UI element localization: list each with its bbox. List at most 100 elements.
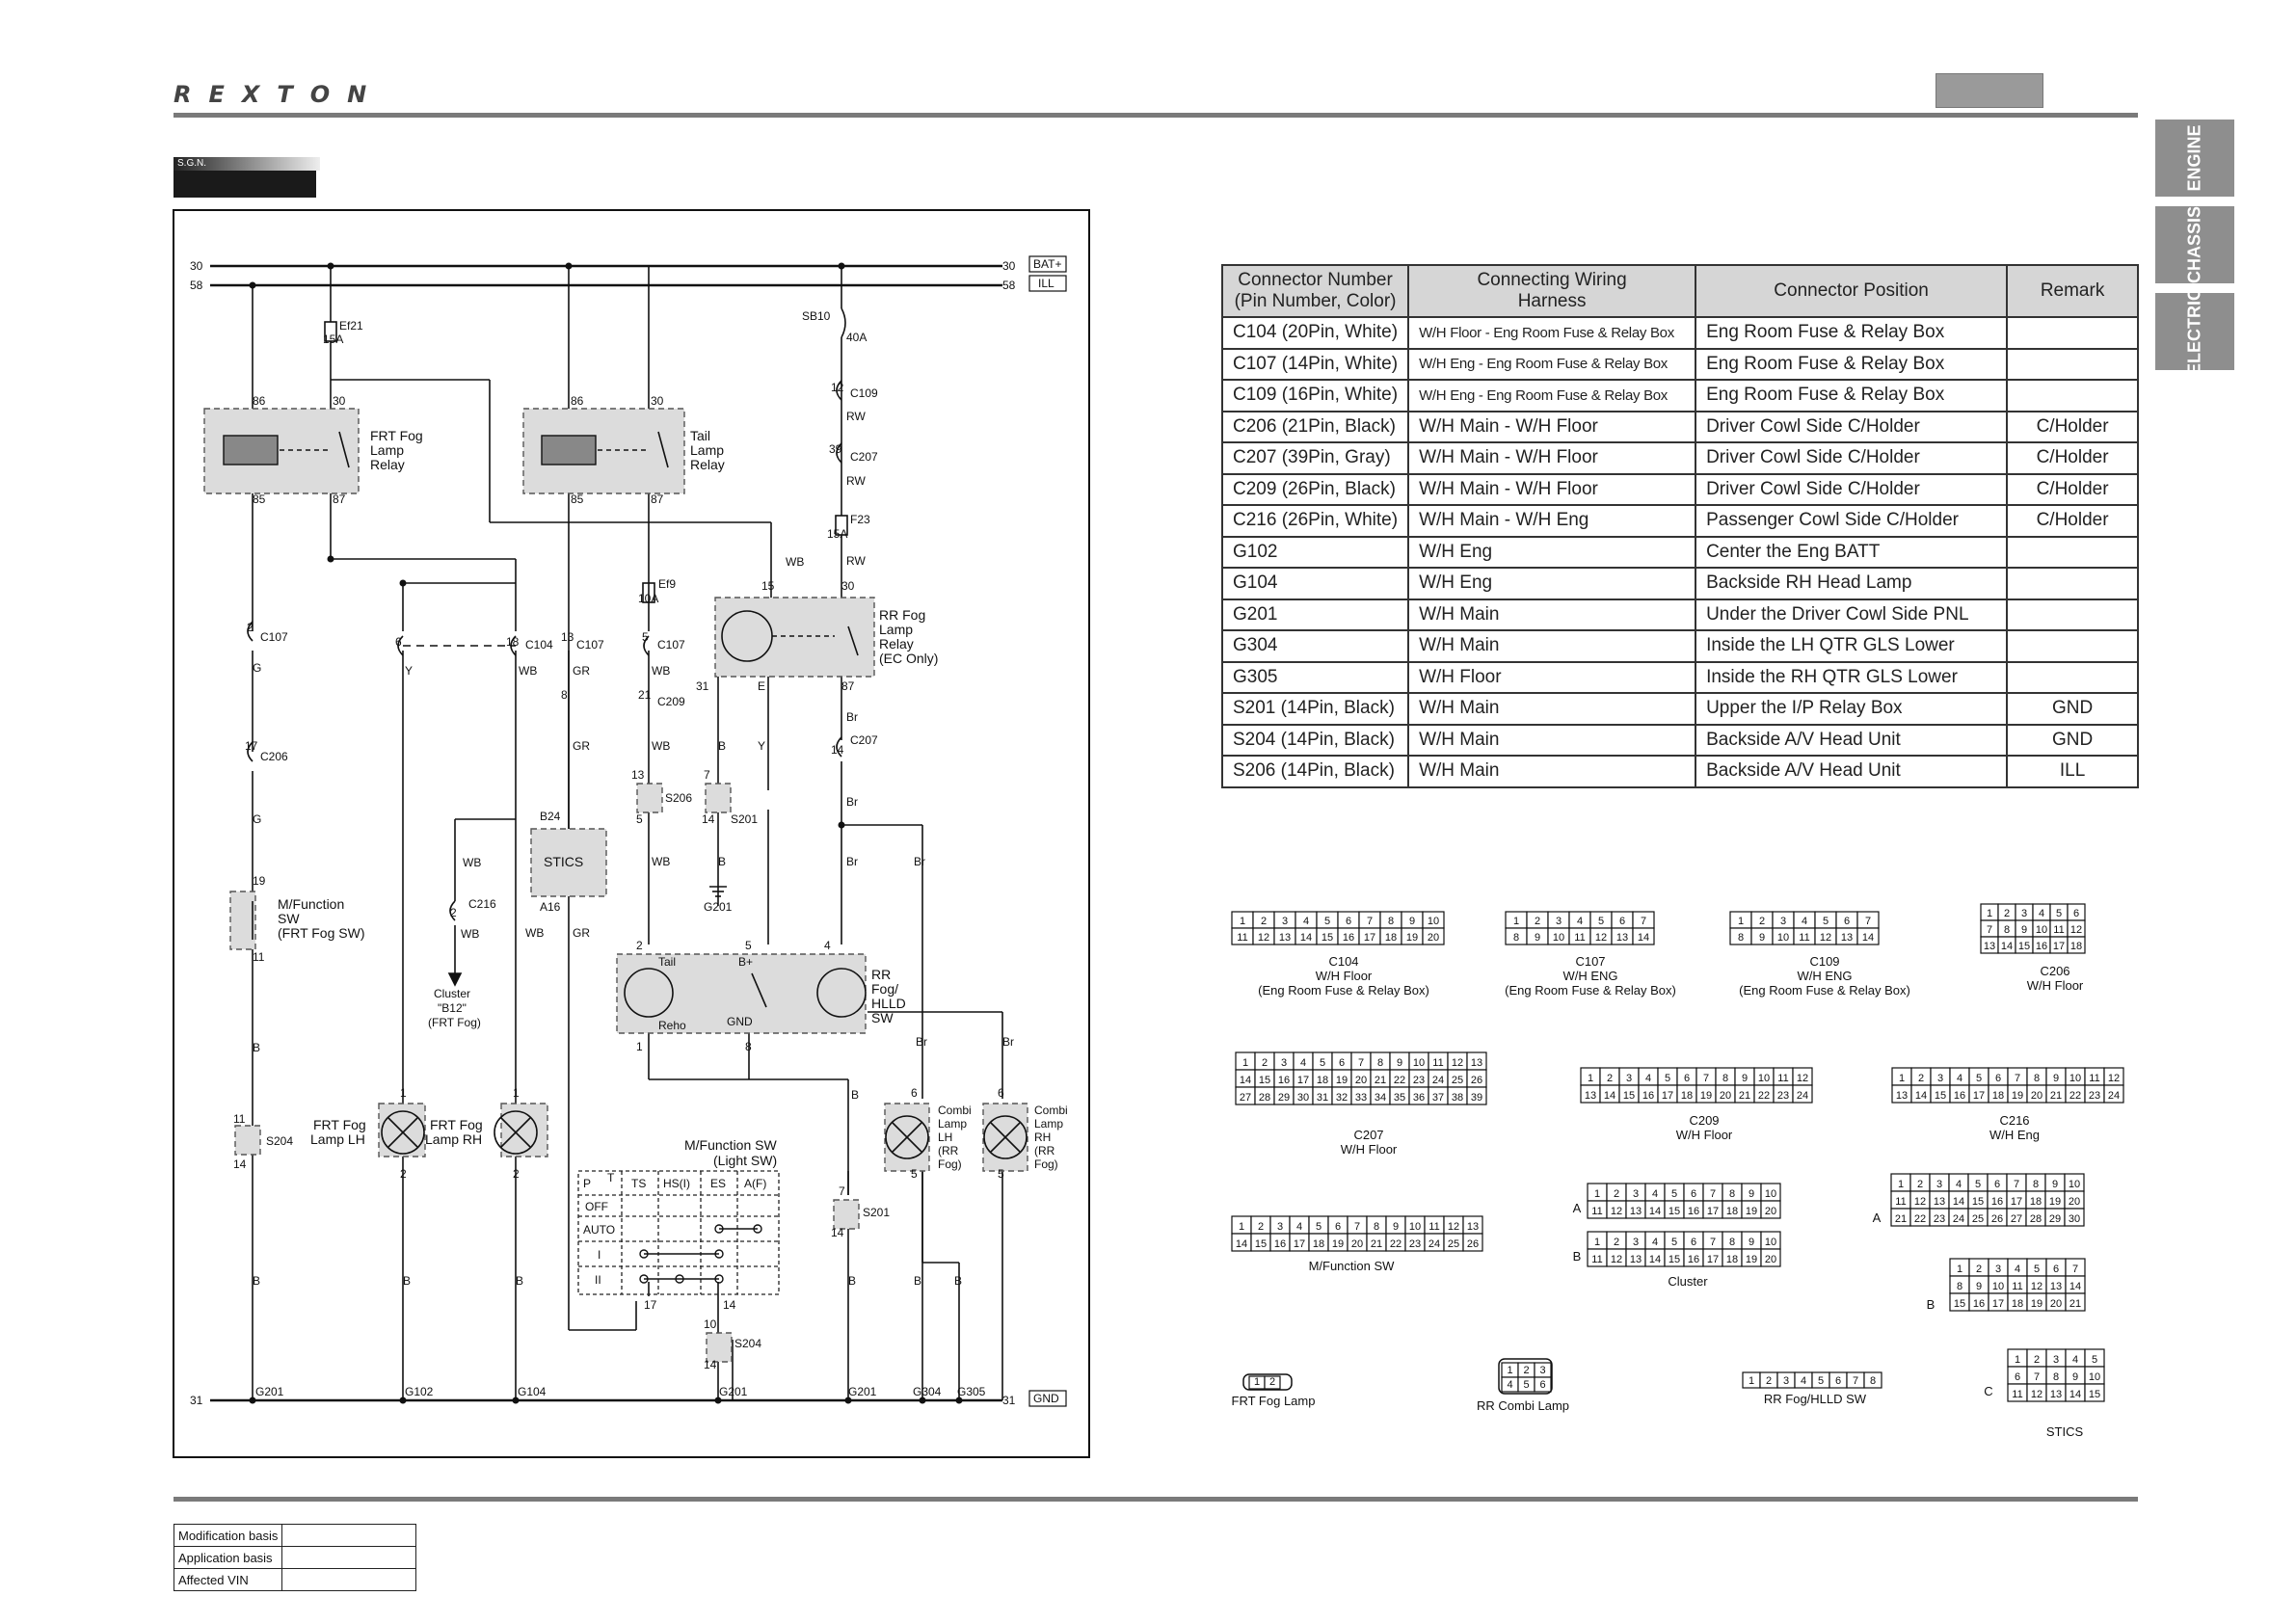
connector-pin-number: 8 [1513, 932, 1519, 944]
connector-pin-number: 4 [1957, 1073, 1962, 1084]
connector-pin-number: 5 [2034, 1264, 2040, 1275]
connector-pin-number: 12 [2108, 1073, 2120, 1084]
tab-chassis[interactable]: CHASSIS [2155, 206, 2234, 283]
cell: W/H Main [1407, 692, 1697, 726]
connector-pin-number: 11 [2012, 1389, 2022, 1400]
connector-pin-number: 10 [1992, 1281, 2004, 1292]
pin-30-c: 30 [841, 579, 855, 593]
connector-pin-number: 6 [1994, 1179, 2000, 1190]
wire-wb-relay: WB [786, 555, 804, 569]
connector-pin-number: 6 [1844, 916, 1850, 927]
connector-pin-number: 21 [2050, 1090, 2062, 1102]
wire-b-3: B [718, 739, 726, 753]
num-5-a: 5 [642, 630, 649, 644]
connector-pin-number: 13 [2050, 1281, 2062, 1292]
conn-c216: C216 [468, 897, 496, 911]
pin-15: 15 [761, 579, 775, 593]
cell [2006, 347, 2140, 381]
connector-pin-number: 11 [1591, 1206, 1602, 1217]
connector-pin-number: 6 [2015, 1371, 2020, 1383]
cell: W/H Main [1407, 598, 1697, 631]
connector-pin-cell [2103, 1084, 2124, 1104]
connector-pin-number: 7 [1358, 1057, 1364, 1069]
tab-engine[interactable]: ENGINE [2155, 120, 2234, 197]
num-8: 8 [561, 688, 568, 702]
connector-pin-number: 13 [1896, 1090, 1908, 1102]
connector-pin-number: 3 [1783, 1375, 1789, 1387]
connector-pin-number: 33 [1355, 1092, 1367, 1104]
sw-h-es: ES [710, 1177, 726, 1190]
num-6-b: 6 [911, 1086, 918, 1100]
connector-pin-number: 16 [1688, 1206, 1699, 1217]
connector-pin-number: 8 [1377, 1057, 1383, 1069]
connector-pin-number: 8 [1738, 932, 1744, 944]
connector-pin-number: 29 [2049, 1213, 2061, 1225]
connector-pin-number: 2 [1614, 1188, 1619, 1200]
connector-pin-number: 11 [1777, 1073, 1788, 1084]
connector-pin-number: 3 [1633, 1188, 1639, 1200]
page-tab-marker [1936, 73, 2043, 108]
cell: Passenger Cowl Side C/Holder [1695, 504, 2009, 538]
connector-pin-number: 8 [1729, 1237, 1735, 1248]
frt-fog-relay-l2: Lamp [370, 442, 404, 458]
connector-pin-number: 6 [1619, 916, 1625, 927]
connector-pin-number: 6 [1835, 1375, 1841, 1387]
connector-pin-number: 20 [1765, 1206, 1776, 1217]
connector-pin-number: 9 [1742, 1073, 1748, 1084]
connector-pin-number: 5 [2092, 1354, 2097, 1366]
connector-pin-number: 2 [1607, 1073, 1613, 1084]
connector-pin-number: 3 [1277, 1221, 1283, 1233]
connector-pin-cell [2064, 1208, 2085, 1227]
c109-view-l3: (Eng Room Fuse & Relay Box) [1739, 983, 1910, 998]
connector-pin-number: 11 [1574, 932, 1585, 944]
connector-pin-number: 27 [1240, 1092, 1251, 1104]
connector-pin-number: 3 [2053, 1354, 2059, 1366]
wire-br-6: Br [1002, 1035, 1014, 1049]
connector-pin-cell [2084, 1383, 2105, 1402]
cell: W/H Eng [1407, 535, 1697, 569]
connector-pin-number: 1 [1507, 1365, 1512, 1376]
c207-view-l1: C207 [1353, 1128, 1383, 1142]
connector-pin-number: 2 [2034, 1354, 2040, 1366]
c107-view-l3: (Eng Room Fuse & Relay Box) [1505, 983, 1676, 998]
wire-wb-7: WB [461, 927, 479, 941]
cell [2006, 535, 2140, 569]
connector-pin-number: 3 [1281, 1057, 1287, 1069]
pin-87-a: 87 [333, 492, 346, 506]
cell: Backside RH Head Lamp [1695, 567, 2009, 600]
rr-fog-relay-l4: (EC Only) [879, 651, 938, 666]
connector-pin-number: 10 [1765, 1237, 1776, 1248]
fuse-ef9-amp: 10A [638, 592, 658, 605]
ill-label: ILL [1038, 277, 1055, 290]
c109-view-l2: W/H ENG [1797, 969, 1852, 983]
connector-pin-number: 19 [2049, 1196, 2061, 1208]
connector-pin-number: 12 [1258, 932, 1269, 944]
conn-c209: C209 [657, 695, 685, 708]
connector-pin-number: 14 [1240, 1075, 1251, 1086]
combi-rh-l4: (RR [1034, 1144, 1055, 1157]
connector-pin-number: 21 [1375, 1075, 1386, 1086]
tab-electric[interactable]: ELECTRIC [2155, 288, 2234, 375]
connector-pin-number: 18 [1681, 1090, 1693, 1102]
num-6-c: 6 [998, 1086, 1004, 1100]
revision-box: Modification basis Application basis Aff… [173, 1524, 417, 1591]
combi-lh-l2: Lamp [938, 1117, 967, 1131]
num-2-d: 2 [400, 1167, 407, 1181]
connector-pin-number: 13 [1934, 1196, 1945, 1208]
cell: C109 (16Pin, White) [1220, 379, 1410, 412]
light-sw-l2: (Light SW) [713, 1153, 777, 1168]
fuse-ef21-amp: 15A [323, 333, 343, 346]
cell: W/H Eng - Eng Room Fuse & Relay Box [1407, 347, 1697, 381]
connector-pin-number: 10 [1409, 1221, 1421, 1233]
cell: Driver Cowl Side C/Holder [1695, 410, 2009, 443]
cell: W/H Floor [1407, 660, 1697, 694]
connector-pin-cell [1632, 927, 1655, 945]
cell: Inside the RH QTR GLS Lower [1695, 660, 2009, 694]
connector-pin-number: 13 [1630, 1254, 1642, 1265]
num-2-e: 2 [513, 1167, 520, 1181]
connector-pin-number: 16 [1991, 1196, 2003, 1208]
connector-pin-number: 1 [1899, 1073, 1905, 1084]
connector-pin-number: 6 [2073, 908, 2079, 919]
